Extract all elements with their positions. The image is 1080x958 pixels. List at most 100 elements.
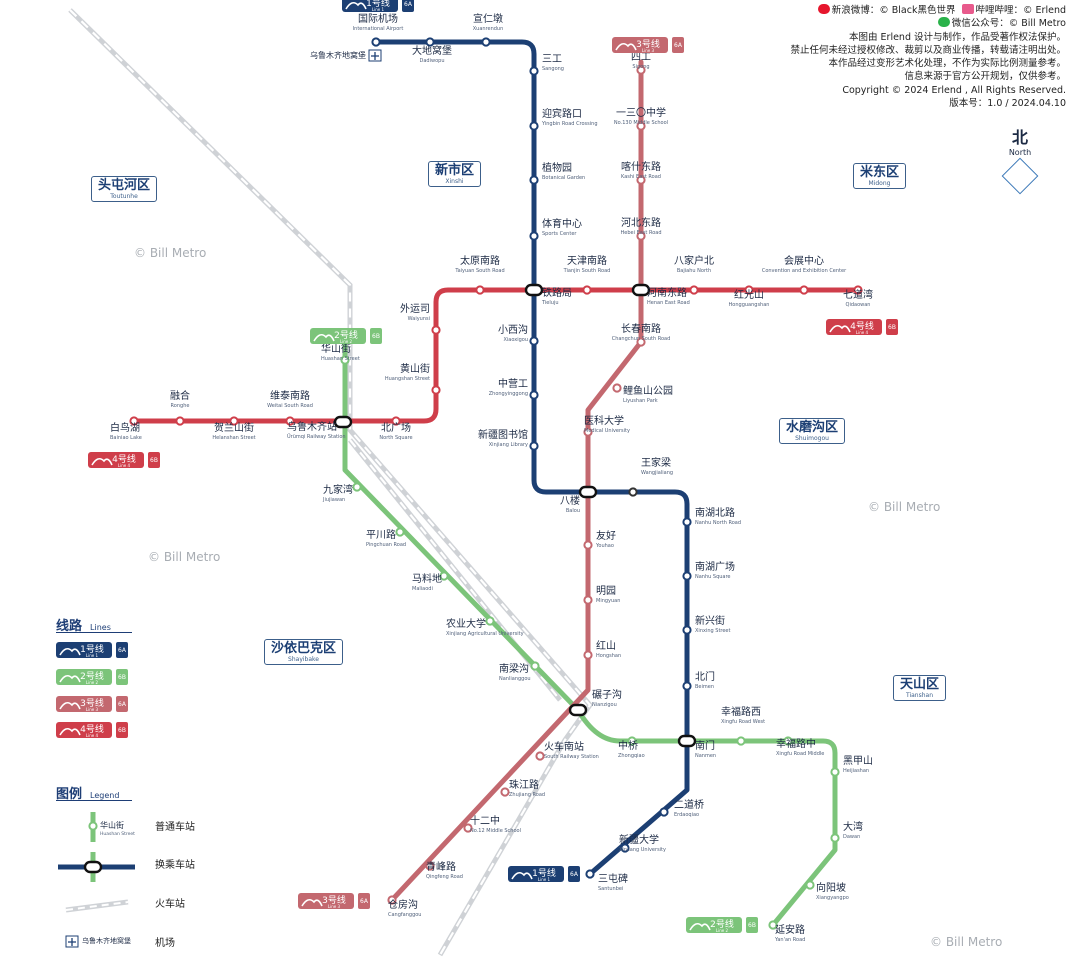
station-name-xiangyangpo: 向阳坡 bbox=[816, 881, 846, 894]
station-name-zhujiang: 珠江路 bbox=[509, 778, 539, 791]
line-badge-bg bbox=[310, 328, 366, 344]
line-logo-icon bbox=[301, 898, 323, 907]
station-name-beimen: 北门 bbox=[695, 670, 715, 683]
station-name-nanhuguangchang: 南湖广场 bbox=[695, 560, 735, 573]
line-badge-cars-bg bbox=[358, 893, 370, 909]
station-name-en-nanhuguangchang: Nanhu Square bbox=[695, 574, 731, 580]
station-kashidong bbox=[636, 175, 646, 185]
station-qidaowan bbox=[853, 285, 863, 295]
station-bajiahubei bbox=[689, 285, 699, 295]
station-name-cangfanggou: 仓房沟 bbox=[388, 898, 418, 911]
station-name-en-wazigou: Nianzigou bbox=[592, 702, 617, 708]
station-name-en-bajiahubei: Bajiahu North bbox=[677, 268, 711, 274]
station-bainiaohu bbox=[129, 416, 139, 426]
line-badge-bg bbox=[508, 866, 564, 882]
station-name-hongshan: 红山 bbox=[596, 639, 616, 652]
credits-wechat-row: 微信公众号：© Bill Metro bbox=[776, 17, 1066, 30]
station-name-en-erdaoqiao: Erdaoqiao bbox=[674, 812, 699, 818]
station-name-en-wangjialiang: Wangjialiang bbox=[641, 470, 673, 476]
station-name-yisanling: 一三〇中学 bbox=[616, 106, 666, 119]
station-shierzhong bbox=[463, 823, 473, 833]
station-name-urumqi: 乌鲁木齐站 bbox=[287, 420, 337, 433]
legend-station-sample bbox=[88, 821, 98, 831]
station-name-tianjinnan: 天津南路 bbox=[567, 254, 607, 267]
legend-item-interchange: 换乘车站 bbox=[155, 860, 195, 871]
station-xingfuzhong bbox=[783, 736, 793, 746]
station-name-en-xiangyangpo: Xiangyangpo bbox=[816, 895, 849, 901]
station-name-mingyuan: 明园 bbox=[596, 585, 616, 597]
line-badge-label: 2号线 bbox=[334, 329, 358, 341]
station-name-en-nanmen: Nanmen bbox=[695, 753, 716, 759]
station-name-beiguangchang: 北广场 bbox=[381, 421, 411, 434]
line-logo-icon bbox=[59, 647, 81, 656]
station-name-en-huangshan: Huangshan Street bbox=[385, 376, 430, 382]
station-name-en-huizhan: Convention and Exhibition Center bbox=[762, 268, 847, 274]
station-name-en-diwopu: Dadiwopu bbox=[420, 58, 445, 64]
station-mingyuan bbox=[583, 595, 593, 605]
station-name-en-ronghe: Ronghe bbox=[171, 403, 190, 409]
station-name-huangshan: 黄山街 bbox=[400, 362, 430, 375]
line-badge-cars: 6B bbox=[118, 727, 126, 734]
station-name-en-nanhubeilu: Nanhu North Road bbox=[695, 520, 741, 526]
line-badge-en: Line 1 bbox=[538, 877, 551, 882]
airport-label: 乌鲁木齐地窝堡 bbox=[310, 50, 366, 60]
watermark: © Bill Metro bbox=[134, 246, 207, 260]
copyright-line: Copyright © 2024 Erlend , All Rights Res… bbox=[842, 84, 1066, 96]
station-xinxingjie bbox=[682, 625, 692, 635]
line-badge-bg bbox=[826, 319, 882, 335]
line-badge-bg bbox=[56, 669, 112, 685]
station-name-tushuguan: 新疆图书馆 bbox=[478, 428, 528, 441]
station-zhongyinggong bbox=[529, 390, 539, 400]
legend-airport-plane-icon bbox=[68, 938, 76, 946]
station-name-en-helanshan: Helanshan Street bbox=[212, 435, 255, 441]
station-tianjinnan bbox=[582, 285, 592, 295]
station-waiyunsi bbox=[431, 325, 441, 335]
district-name-en: Toutunhe bbox=[110, 193, 138, 200]
line-badge-cars: 6A bbox=[118, 701, 127, 708]
line-badge-en: Line 3 bbox=[642, 48, 655, 53]
line-logo-icon bbox=[615, 42, 637, 51]
station-huochenan bbox=[535, 751, 545, 761]
station-name-ronghe: 融合 bbox=[170, 389, 190, 402]
station-jiujiawan bbox=[352, 482, 362, 492]
weibo-credit: 新浪微博：© Black黑色世界 bbox=[831, 5, 956, 16]
line-badge-bg bbox=[56, 642, 112, 658]
station-name-en-hebeidong: Hebei East Road bbox=[621, 230, 662, 236]
district-name-en: Shayibake bbox=[288, 656, 319, 663]
line-badge-cars: 6B bbox=[150, 457, 158, 464]
line-badge-bg bbox=[686, 917, 742, 933]
legend-sample-name-en: Huashan Street bbox=[100, 831, 135, 837]
station-name-huochenan: 火车南站 bbox=[544, 740, 584, 753]
station-name-en-pingchuan: Pingchuan Road bbox=[366, 542, 406, 548]
line-badge-cars-bg bbox=[746, 917, 758, 933]
line-logo-icon bbox=[59, 727, 81, 736]
station-name-en-maliaodi: Maliaodi bbox=[412, 586, 433, 592]
station-name-bainiaohu: 白鸟湖 bbox=[110, 421, 140, 434]
station-name-heijiashan: 黑甲山 bbox=[843, 755, 873, 767]
stations-layer bbox=[129, 37, 863, 930]
station-name-santunbei: 三屯碑 bbox=[598, 872, 628, 885]
bilibili-credit: 哔哩哔哩：© Erlend bbox=[975, 5, 1066, 16]
credits-block: 新浪微博：© Black黑色世界 哔哩哔哩：© Erlend 微信公众号：© B… bbox=[776, 4, 1066, 110]
interchange-station-wazigou bbox=[568, 703, 588, 717]
legend-airport-sample: 乌鲁木齐地窝堡 bbox=[82, 936, 131, 945]
station-huizhan bbox=[799, 285, 809, 295]
line-badge-cars-bg bbox=[116, 722, 128, 738]
district-name: 头屯河区 bbox=[98, 178, 151, 193]
line-badge-label: 4号线 bbox=[80, 723, 104, 735]
station-name-sangong: 三工 bbox=[542, 54, 562, 65]
station-xiaoxigou bbox=[529, 336, 539, 346]
line-badge-bg bbox=[612, 37, 668, 53]
legend-item-airport: 机场 bbox=[155, 938, 175, 949]
station-name-en-nongye: Xinjiang Agricultural University bbox=[446, 631, 524, 637]
station-name-youhao: 友好 bbox=[596, 529, 616, 542]
station-name-huashan: 华山街 bbox=[321, 342, 351, 355]
